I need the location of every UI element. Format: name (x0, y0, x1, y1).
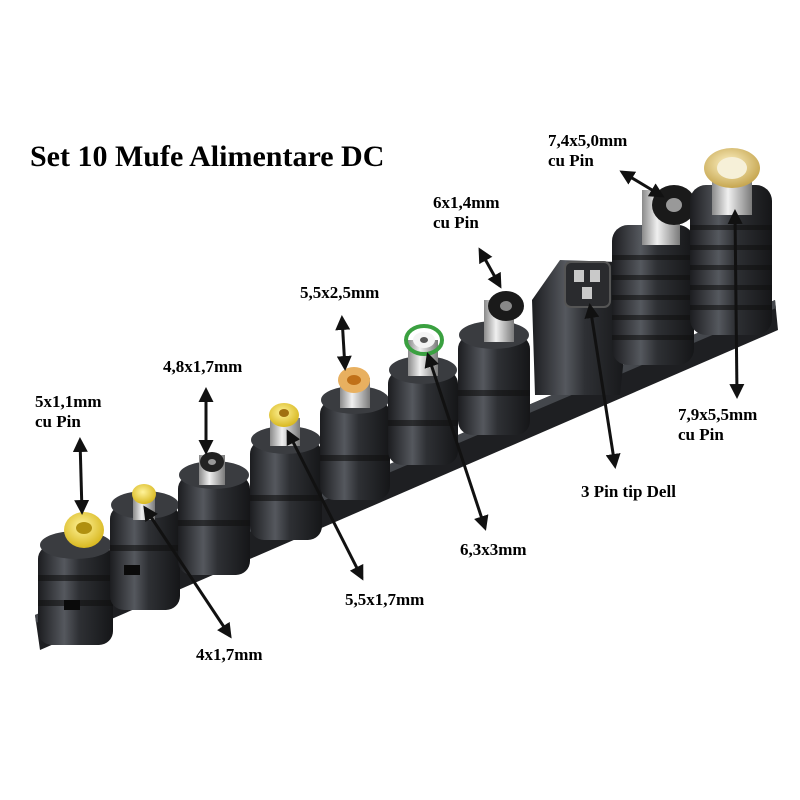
label-4-8x1-7: 4,8x1,7mm (163, 357, 242, 377)
label-size: 5x1,1mm (35, 392, 102, 411)
label-7-4x5-0: 7,4x5,0mm cu Pin (548, 131, 627, 171)
label-size: 6,3x3mm (460, 540, 527, 559)
label-5-5x1-7: 5,5x1,7mm (345, 590, 424, 610)
connector-5x1-1 (38, 512, 113, 645)
label-5-5x2-5: 5,5x2,5mm (300, 283, 379, 303)
label-size: 7,9x5,5mm (678, 405, 758, 424)
connector-6-3x3 (388, 324, 458, 465)
connector-6x1-4 (458, 291, 530, 435)
label-6-3x3: 6,3x3mm (460, 540, 527, 560)
label-note: cu Pin (678, 425, 724, 444)
label-note: cu Pin (548, 151, 594, 170)
label-size: 5,5x2,5mm (300, 283, 380, 302)
label-size: 7,4x5,0mm (548, 131, 628, 150)
label-size: 4,8x1,7mm (163, 357, 243, 376)
label-size: 3 Pin tip Dell (581, 482, 676, 501)
label-note: cu Pin (433, 213, 479, 232)
page-title: Set 10 Mufe Alimentare DC (30, 140, 385, 173)
connector-7-9x5-5 (690, 148, 772, 335)
connector-7-4x5-0 (612, 185, 696, 365)
label-4x1-7: 4x1,7mm (196, 645, 263, 665)
label-7-9x5-5: 7,9x5,5mm cu Pin (678, 405, 757, 445)
label-size: 4x1,7mm (196, 645, 263, 664)
label-size: 5,5x1,7mm (345, 590, 425, 609)
connector-5-5x1-7 (250, 403, 322, 540)
pointer-arrows (72, 170, 745, 639)
label-note: cu Pin (35, 412, 81, 431)
label-size: 6x1,4mm (433, 193, 500, 212)
label-6x1-4: 6x1,4mm cu Pin (433, 193, 500, 233)
connector-4-8x1-7 (178, 452, 250, 575)
connector-5-5x2-5 (320, 367, 390, 500)
label-dell-3pin: 3 Pin tip Dell (581, 482, 676, 502)
label-5x1-1: 5x1,1mm cu Pin (35, 392, 102, 432)
